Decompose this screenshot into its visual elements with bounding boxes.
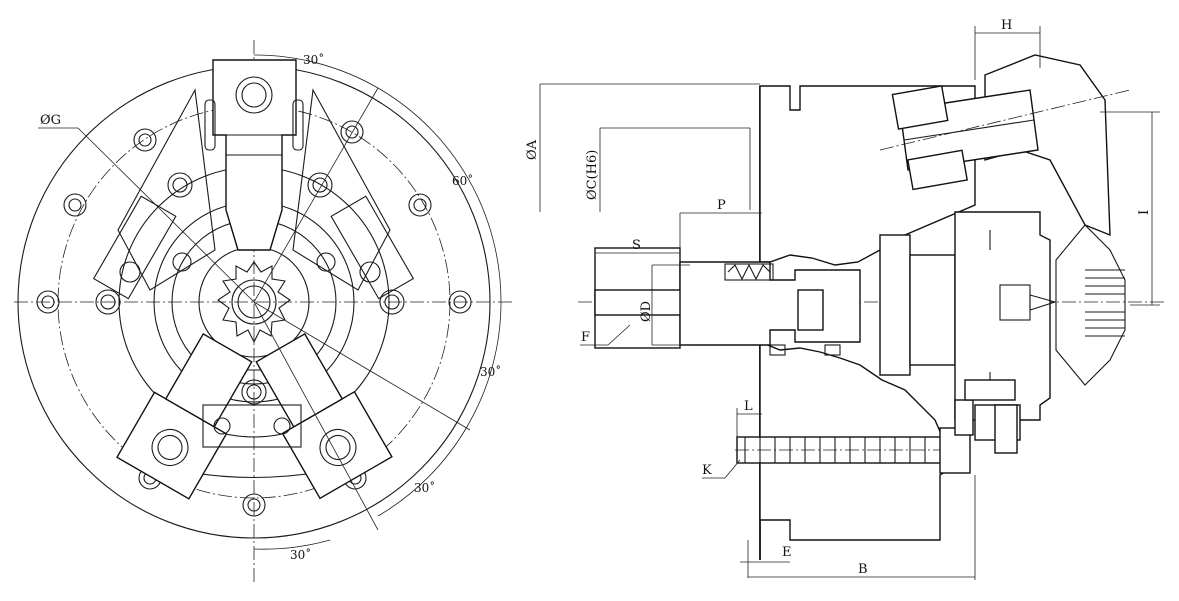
k-leader-diagonal — [724, 459, 741, 479]
t-nut-group — [92, 195, 415, 448]
label-a: ØA — [525, 139, 540, 160]
angle-label-right: 30˚ — [480, 364, 501, 379]
piston-section — [679, 261, 861, 346]
spline-cone — [1055, 224, 1126, 386]
jaw-lower-right — [116, 332, 253, 500]
angle-label-top: 30˚ — [303, 52, 324, 67]
angle-arc-upper-right — [377, 87, 502, 303]
angle-label-lower-right: 30˚ — [414, 480, 435, 495]
label-p: P — [717, 198, 726, 213]
rear-hub — [879, 234, 911, 376]
bolt-circle — [57, 105, 451, 499]
center-tip — [1029, 294, 1057, 311]
label-f: F — [581, 330, 590, 345]
angle-arc-bottom — [253, 539, 331, 550]
spring — [727, 263, 771, 281]
side-view: ØA ØC(H6) ØD P S F L K E — [525, 18, 1165, 580]
sector-guide-left — [117, 88, 216, 291]
angle-label-upper-right: 60˚ — [452, 173, 473, 188]
label-b: B — [858, 562, 868, 577]
upper-tilted-jaw — [879, 54, 1131, 237]
spline-teeth — [1085, 269, 1125, 337]
angle-ray-right — [253, 301, 471, 431]
mounting-bolt — [735, 379, 1021, 474]
label-l: L — [744, 399, 753, 414]
label-e: E — [782, 545, 792, 560]
angle-ray-lower-right — [253, 301, 379, 531]
spring-housing — [724, 263, 774, 281]
label-i: I — [1137, 210, 1152, 215]
rear-hub-step — [909, 254, 956, 366]
f-leader-diagonal — [607, 324, 631, 346]
spline-gear — [217, 261, 291, 344]
g-leader-diagonal — [77, 127, 255, 303]
label-c: ØC(H6) — [585, 150, 600, 200]
label-d: ØD — [639, 301, 654, 322]
sector-guide-right — [292, 88, 391, 291]
angle-ray-top — [253, 87, 379, 303]
spline-bore — [231, 279, 277, 325]
piston-nut — [797, 289, 824, 331]
angle-arc-lower-right — [377, 424, 469, 517]
label-s: S — [632, 238, 641, 253]
label-g: ØG — [40, 113, 61, 128]
jaw-top — [204, 59, 304, 251]
angle-arc-top — [253, 54, 379, 89]
label-k: K — [702, 463, 712, 478]
angle-label-bottom: 30˚ — [290, 547, 311, 562]
jaw-lower-left — [255, 332, 393, 500]
spline-bore-inner — [237, 285, 271, 319]
label-h: H — [1001, 18, 1012, 33]
angle-arc-right — [467, 301, 502, 426]
front-view: ØG 30˚ 60˚ 30˚ 30˚ 30˚ — [14, 40, 515, 585]
